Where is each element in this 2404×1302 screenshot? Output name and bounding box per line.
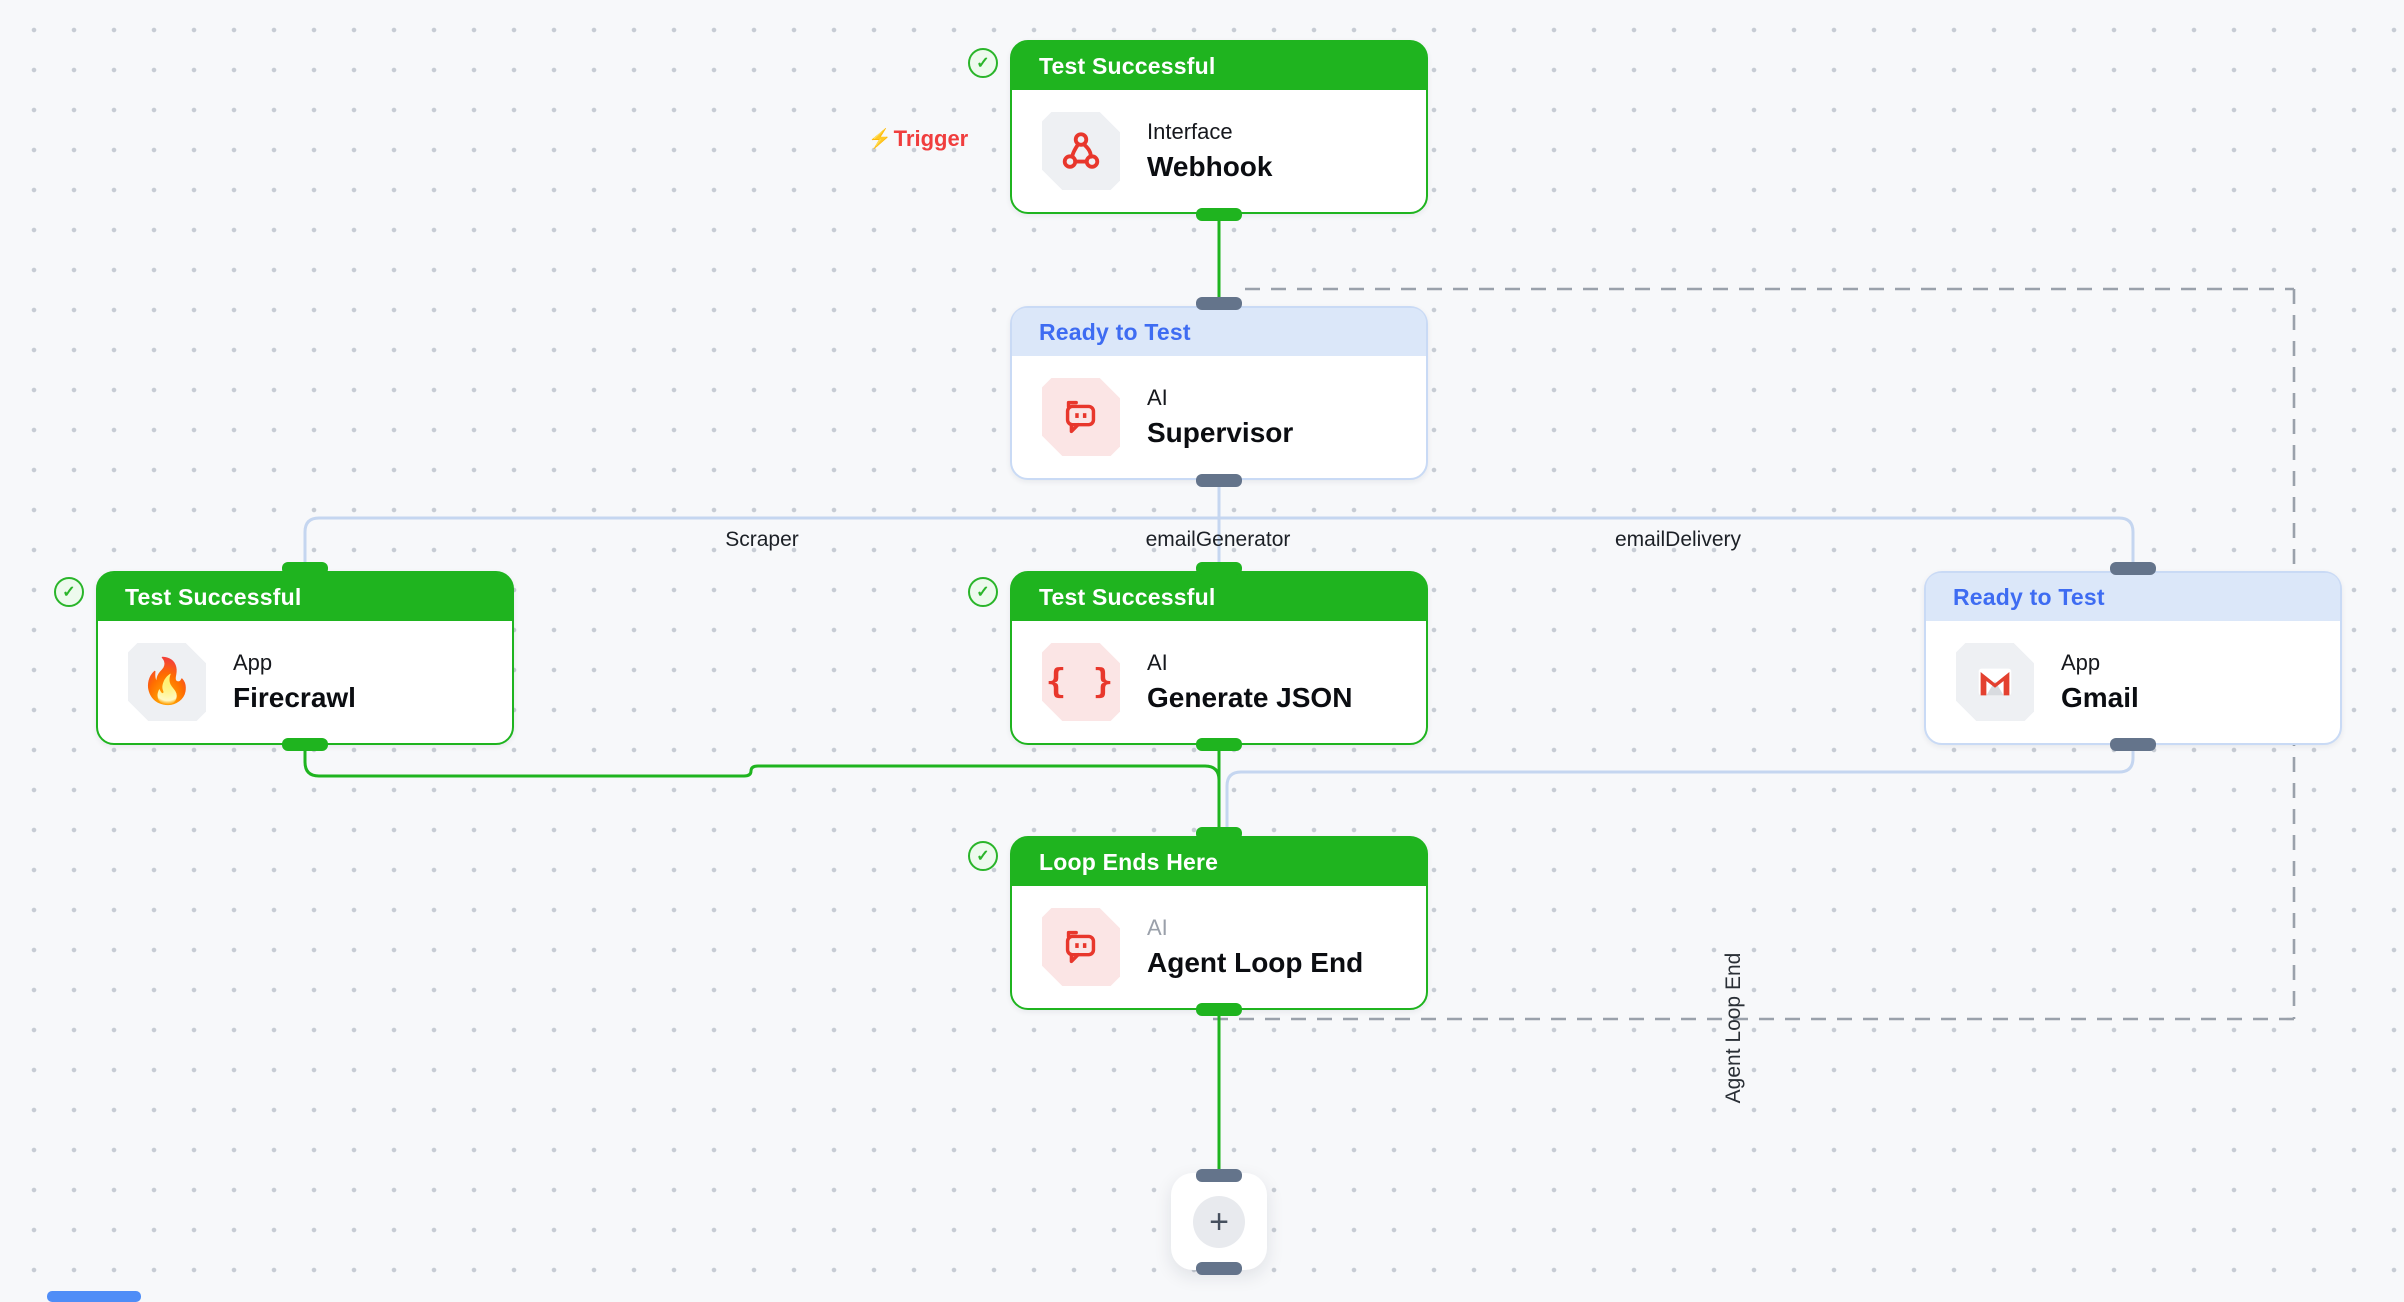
node-supervisor[interactable]: Ready to Test AI Supervisor <box>1010 306 1428 480</box>
node-gmail-title: Gmail <box>2061 682 2139 713</box>
node-supervisor-type: AI <box>1147 385 1168 410</box>
gmail-output-handle[interactable] <box>2110 738 2156 751</box>
test-success-check-icon: ✓ <box>54 577 84 607</box>
robot-chat-icon <box>1042 378 1120 456</box>
gmail-input-handle[interactable] <box>2110 562 2156 575</box>
node-agent-loop-end-status: Loop Ends Here <box>1012 838 1426 886</box>
add-node-input-handle[interactable] <box>1196 1169 1242 1182</box>
lightning-icon: ⚡ <box>868 129 892 150</box>
node-agent-loop-end-title: Agent Loop End <box>1147 947 1364 978</box>
horizontal-scrollbar-thumb[interactable] <box>47 1291 141 1302</box>
edge-firecrawl-loopend <box>303 743 1221 836</box>
trigger-tag: ⚡ Trigger <box>868 126 968 152</box>
test-success-check-icon: ✓ <box>968 48 998 78</box>
node-generate-json-type: AI <box>1147 650 1168 675</box>
test-success-check-icon: ✓ <box>968 841 998 871</box>
node-gmail[interactable]: Ready to Test App Gmail <box>1924 571 2342 745</box>
genjson-output-handle[interactable] <box>1196 738 1242 751</box>
edge-gmail-loopend <box>1225 743 2135 836</box>
firecrawl-output-handle[interactable] <box>282 738 328 751</box>
plus-icon: + <box>1193 1195 1245 1248</box>
edge-label-emailgenerator: emailGenerator <box>1145 528 1291 551</box>
node-supervisor-status: Ready to Test <box>1012 308 1426 356</box>
node-webhook-type: Interface <box>1147 119 1233 144</box>
braces-icon: { } <box>1042 643 1120 721</box>
genjson-input-handle[interactable] <box>1196 562 1242 575</box>
node-generate-json-status: Test Successful <box>1012 573 1426 621</box>
fire-icon: 🔥 <box>128 643 206 721</box>
gmail-icon <box>1956 643 2034 721</box>
edge-label-emaildelivery: emailDelivery <box>1614 528 1742 551</box>
add-node-button[interactable]: + <box>1171 1173 1267 1270</box>
node-firecrawl-title: Firecrawl <box>233 682 356 713</box>
supervisor-output-handle[interactable] <box>1196 474 1242 487</box>
test-success-check-icon: ✓ <box>968 577 998 607</box>
node-webhook-title: Webhook <box>1147 151 1273 182</box>
node-gmail-type: App <box>2061 650 2101 675</box>
loopend-input-handle[interactable] <box>1196 827 1242 840</box>
trigger-tag-label: Trigger <box>893 126 969 151</box>
webhook-output-handle[interactable] <box>1196 208 1242 221</box>
add-node-output-handle[interactable] <box>1196 1262 1242 1275</box>
node-supervisor-title: Supervisor <box>1147 417 1294 448</box>
node-gmail-status: Ready to Test <box>1926 573 2340 621</box>
node-agent-loop-end[interactable]: Loop Ends Here AI Agent Loop End <box>1010 836 1428 1010</box>
supervisor-input-handle[interactable] <box>1196 297 1242 310</box>
node-firecrawl-status: Test Successful <box>98 573 512 621</box>
firecrawl-input-handle[interactable] <box>282 562 328 575</box>
node-firecrawl-type: App <box>233 650 273 675</box>
node-generate-json[interactable]: Test Successful { } AI Generate JSON <box>1010 571 1428 745</box>
webhook-icon <box>1042 112 1120 190</box>
loopend-output-handle[interactable] <box>1196 1003 1242 1016</box>
node-agent-loop-end-type: AI <box>1147 915 1168 940</box>
robot-chat-icon <box>1042 908 1120 986</box>
node-generate-json-title: Generate JSON <box>1147 682 1353 713</box>
node-webhook-status: Test Successful <box>1012 42 1426 90</box>
node-webhook[interactable]: Test Successful Interface Webhook <box>1010 40 1428 214</box>
edge-label-scraper: Scraper <box>725 528 799 551</box>
node-firecrawl[interactable]: Test Successful 🔥 App Firecrawl <box>96 571 514 745</box>
loop-region-label: Agent Loop End <box>1722 952 1745 1104</box>
